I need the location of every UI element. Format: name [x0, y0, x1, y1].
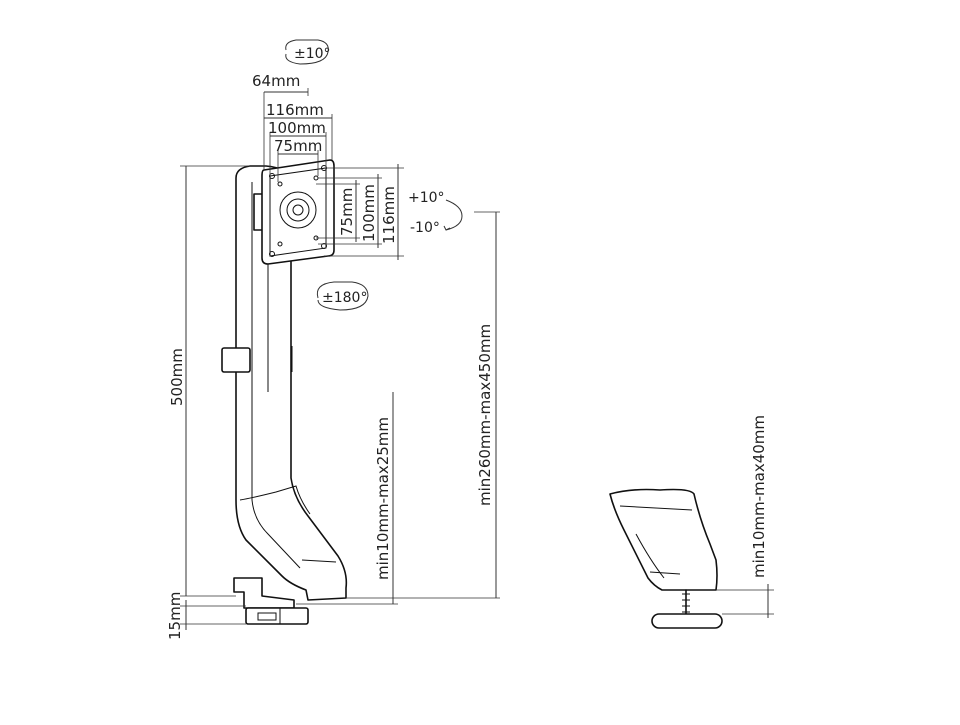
rotation-indicators [285, 39, 463, 311]
tilt-rotate-icon [285, 39, 329, 65]
tilt-arrow-icon [445, 199, 463, 231]
vesa-width-116-label: 116mm [266, 101, 324, 119]
cable-clip [221, 347, 251, 373]
vesa-height-100-label: 100mm [360, 184, 378, 242]
clamp-desk-range-label: min10mm-max25mm [374, 417, 392, 580]
swivel-rotate-icon [316, 281, 369, 311]
vesa-plate [261, 159, 335, 265]
dimension-lines [180, 88, 774, 630]
vesa-width-75-label: 75mm [274, 137, 322, 155]
grommet-desk-range-label: min10mm-max40mm [750, 415, 768, 578]
clamp-base-plate [245, 607, 309, 625]
desk-clamp [233, 577, 295, 609]
tilt-up-label: +10° [408, 190, 445, 206]
tilt-down-label: -10° [410, 220, 440, 236]
vesa-offset-label: 64mm [252, 72, 300, 90]
height-adjust-range-label: min260mm-max450mm [476, 324, 494, 506]
monitor-pole [221, 165, 348, 625]
pole-height-label: 500mm [168, 348, 186, 406]
vesa-height-116-label: 116mm [380, 186, 398, 244]
vesa-height-75-label: 75mm [338, 188, 356, 236]
tilt-top-label: ±10° [294, 46, 331, 62]
swivel-label: ±180° [322, 290, 367, 306]
base-thickness-label: 15mm [166, 592, 184, 640]
grommet-mount-detail [609, 488, 723, 629]
vesa-width-100-label: 100mm [268, 119, 326, 137]
